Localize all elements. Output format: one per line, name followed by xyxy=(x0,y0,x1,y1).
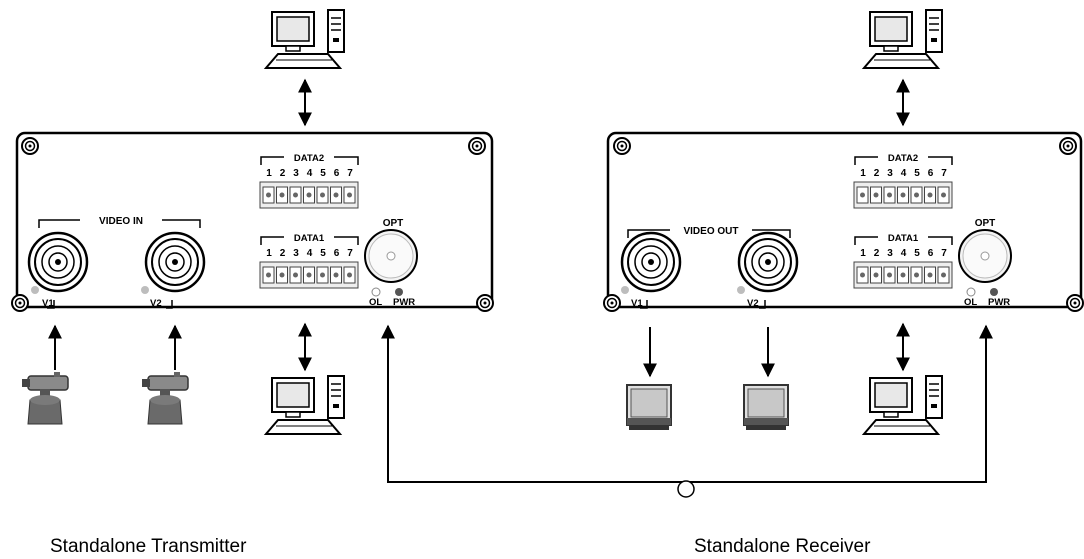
svg-text:6: 6 xyxy=(334,248,340,259)
pwr-led-icon xyxy=(395,288,403,296)
pwr-led-icon xyxy=(990,288,998,296)
svg-text:7: 7 xyxy=(347,168,353,179)
computer-icon xyxy=(863,375,943,435)
bnc-connector-icon xyxy=(144,231,206,293)
ol-label: OL xyxy=(369,297,382,308)
svg-text:2: 2 xyxy=(874,248,880,259)
opt-label: OPT xyxy=(383,218,404,229)
video-in-label: VIDEO IN xyxy=(99,216,143,227)
screw-icon xyxy=(1066,294,1084,312)
ol-label: OL xyxy=(964,297,977,308)
v2-label: V2 xyxy=(747,298,759,309)
computer-icon xyxy=(265,375,345,435)
bnc-connector-icon xyxy=(737,231,799,293)
data2-terminal-block xyxy=(259,181,359,209)
svg-text:3: 3 xyxy=(887,168,893,179)
monitor-icon xyxy=(743,384,789,431)
data1-terminal-block xyxy=(259,261,359,289)
screw-icon xyxy=(613,137,631,155)
svg-text:6: 6 xyxy=(334,168,340,179)
data2-label: DATA2 xyxy=(294,153,324,164)
svg-text:7: 7 xyxy=(347,248,353,259)
optical-connector-icon xyxy=(958,229,1012,283)
optical-connector-icon xyxy=(364,229,418,283)
v1-label: V1 xyxy=(42,298,54,309)
data1-label: DATA1 xyxy=(294,233,325,244)
svg-text:6: 6 xyxy=(928,168,934,179)
screw-icon xyxy=(11,294,29,312)
screw-icon xyxy=(468,137,486,155)
svg-text:4: 4 xyxy=(901,248,907,259)
svg-text:5: 5 xyxy=(914,168,920,179)
svg-text:1: 1 xyxy=(860,168,866,179)
opt-label: OPT xyxy=(975,218,996,229)
svg-text:5: 5 xyxy=(320,168,326,179)
fiber-coil-icon xyxy=(677,480,695,498)
svg-text:6: 6 xyxy=(928,248,934,259)
data2-terminal-block xyxy=(853,181,953,209)
led-icon xyxy=(621,286,629,294)
receiver-caption: Standalone Receiver xyxy=(694,536,871,557)
svg-text:3: 3 xyxy=(293,248,299,259)
pwr-label: PWR xyxy=(393,297,415,308)
svg-text:3: 3 xyxy=(293,168,299,179)
svg-text:2: 2 xyxy=(280,168,286,179)
v2-label: V2 xyxy=(150,298,162,309)
svg-text:1: 1 xyxy=(860,248,866,259)
data2-label: DATA2 xyxy=(888,153,918,164)
ol-led-icon xyxy=(966,287,976,297)
svg-text:7: 7 xyxy=(941,168,947,179)
bnc-connector-icon xyxy=(27,231,89,293)
data1-terminal-block xyxy=(853,261,953,289)
svg-text:5: 5 xyxy=(320,248,326,259)
svg-text:4: 4 xyxy=(307,168,313,179)
monitor-icon xyxy=(626,384,672,431)
video-out-label: VIDEO OUT xyxy=(683,226,738,237)
led-icon xyxy=(141,286,149,294)
svg-text:1: 1 xyxy=(266,168,272,179)
screw-icon xyxy=(1059,137,1077,155)
camera-icon xyxy=(141,371,189,425)
svg-text:2: 2 xyxy=(874,168,880,179)
svg-text:4: 4 xyxy=(307,248,313,259)
pwr-label: PWR xyxy=(988,297,1010,308)
led-icon xyxy=(31,286,39,294)
computer-icon xyxy=(265,9,345,69)
svg-text:4: 4 xyxy=(901,168,907,179)
ol-led-icon xyxy=(371,287,381,297)
screw-icon xyxy=(21,137,39,155)
svg-text:1: 1 xyxy=(266,248,272,259)
svg-text:2: 2 xyxy=(280,248,286,259)
computer-icon xyxy=(863,9,943,69)
camera-icon xyxy=(21,371,69,425)
svg-text:3: 3 xyxy=(887,248,893,259)
bnc-connector-icon xyxy=(620,231,682,293)
screw-icon xyxy=(476,294,494,312)
svg-text:7: 7 xyxy=(941,248,947,259)
data1-label: DATA1 xyxy=(888,233,919,244)
svg-text:5: 5 xyxy=(914,248,920,259)
led-icon xyxy=(737,286,745,294)
screw-icon xyxy=(603,294,621,312)
v1-label: V1 xyxy=(631,298,643,309)
transmitter-caption: Standalone Transmitter xyxy=(50,536,247,557)
